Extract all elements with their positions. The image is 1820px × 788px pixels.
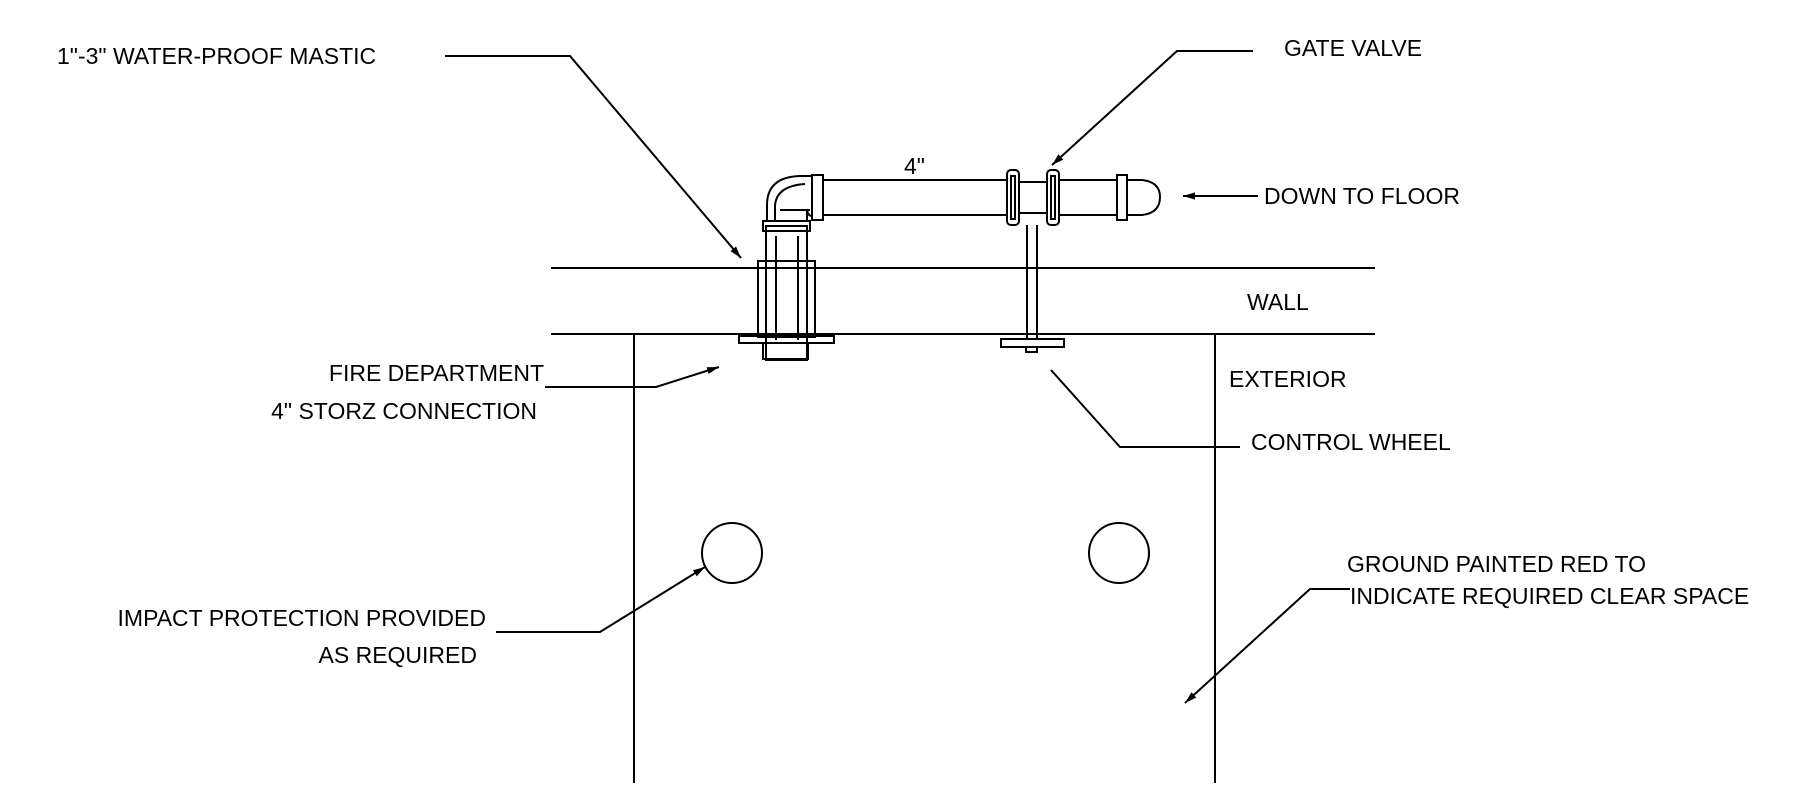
label-wall: WALL (1247, 289, 1309, 315)
gate-valve-body (1007, 170, 1059, 225)
label-control-wheel: CONTROL WHEEL (1251, 429, 1451, 455)
horizontal-pipe (812, 175, 1007, 220)
leader-impact-protection (496, 567, 705, 632)
label-fire-department-line2: 4" STORZ CONNECTION (271, 398, 537, 424)
control-wheel-shape (1001, 339, 1064, 347)
leader-control-wheel (1051, 370, 1240, 447)
pipe-end-elbow-down (1127, 180, 1160, 215)
pipe-end-flange (1117, 175, 1127, 220)
leader-mastic (445, 56, 741, 258)
label-mastic: 1"-3" WATER-PROOF MASTIC (57, 43, 377, 69)
label-ground-line2: INDICATE REQUIRED CLEAR SPACE (1350, 583, 1750, 609)
label-down-to-floor: DOWN TO FLOOR (1264, 183, 1460, 209)
storz-connection-cap (763, 343, 808, 359)
control-wheel-hub (1026, 347, 1037, 352)
label-impact-line1: IMPACT PROTECTION PROVIDED (117, 605, 486, 631)
valve-stem (1027, 225, 1037, 340)
label-impact-line2: AS REQUIRED (318, 642, 477, 668)
vertical-pipe (763, 221, 810, 360)
leader-gate-valve (1052, 51, 1253, 165)
bollard-right (1089, 523, 1149, 583)
label-ground-line1: GROUND PAINTED RED TO (1347, 551, 1647, 577)
bollard-left (702, 523, 762, 583)
pipe-elbow-inner (775, 184, 805, 221)
label-exterior: EXTERIOR (1229, 366, 1347, 392)
leader-fire-department (545, 367, 719, 387)
pipe-elbow (767, 176, 812, 221)
leader-ground-painted (1185, 589, 1350, 703)
label-gate-valve: GATE VALVE (1284, 35, 1423, 61)
label-pipe-size: 4" (904, 153, 925, 179)
label-fire-department-line1: FIRE DEPARTMENT (328, 360, 544, 386)
